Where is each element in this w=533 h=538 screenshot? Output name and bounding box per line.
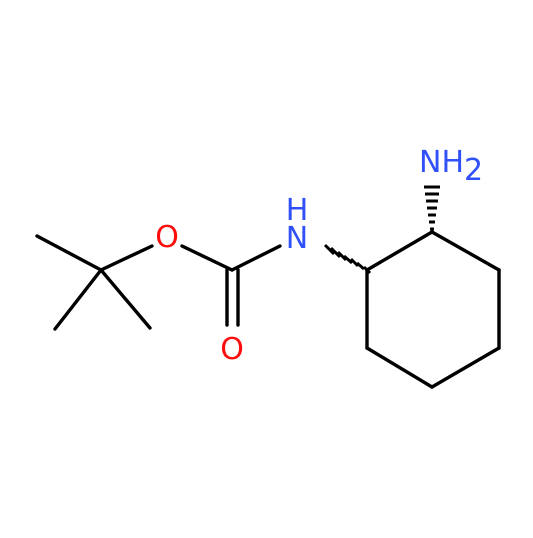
atom-oxygen-carbonyl: O	[220, 332, 244, 367]
ring-bond-1	[365, 230, 434, 272]
bond-methyl-3	[53, 268, 103, 331]
atom-nitrogen-amide: N	[286, 221, 308, 256]
bond-methyl-1	[35, 234, 103, 272]
hashed-wedge-c2-nh2	[424, 185, 440, 231]
bond-methyl-2	[99, 268, 152, 330]
atom-hydrogen-amide: H	[286, 193, 309, 228]
bond-quaternary-c-o	[99, 244, 154, 272]
atom-nitrogen-amine: NH2	[419, 145, 483, 188]
bond-carbonyl-c-n	[230, 244, 282, 272]
ring-bond-2	[430, 230, 501, 272]
atom-oxygen-ester: O	[155, 220, 179, 255]
hashed-wedge-c1-n	[323, 243, 372, 275]
bonds	[35, 230, 501, 389]
ring-bond-4	[430, 346, 501, 389]
bond-o-carbonyl-c	[180, 244, 234, 272]
amine-label: NH	[419, 145, 464, 180]
amine-subscript: 2	[464, 153, 483, 188]
ring-bond-5	[365, 346, 434, 389]
